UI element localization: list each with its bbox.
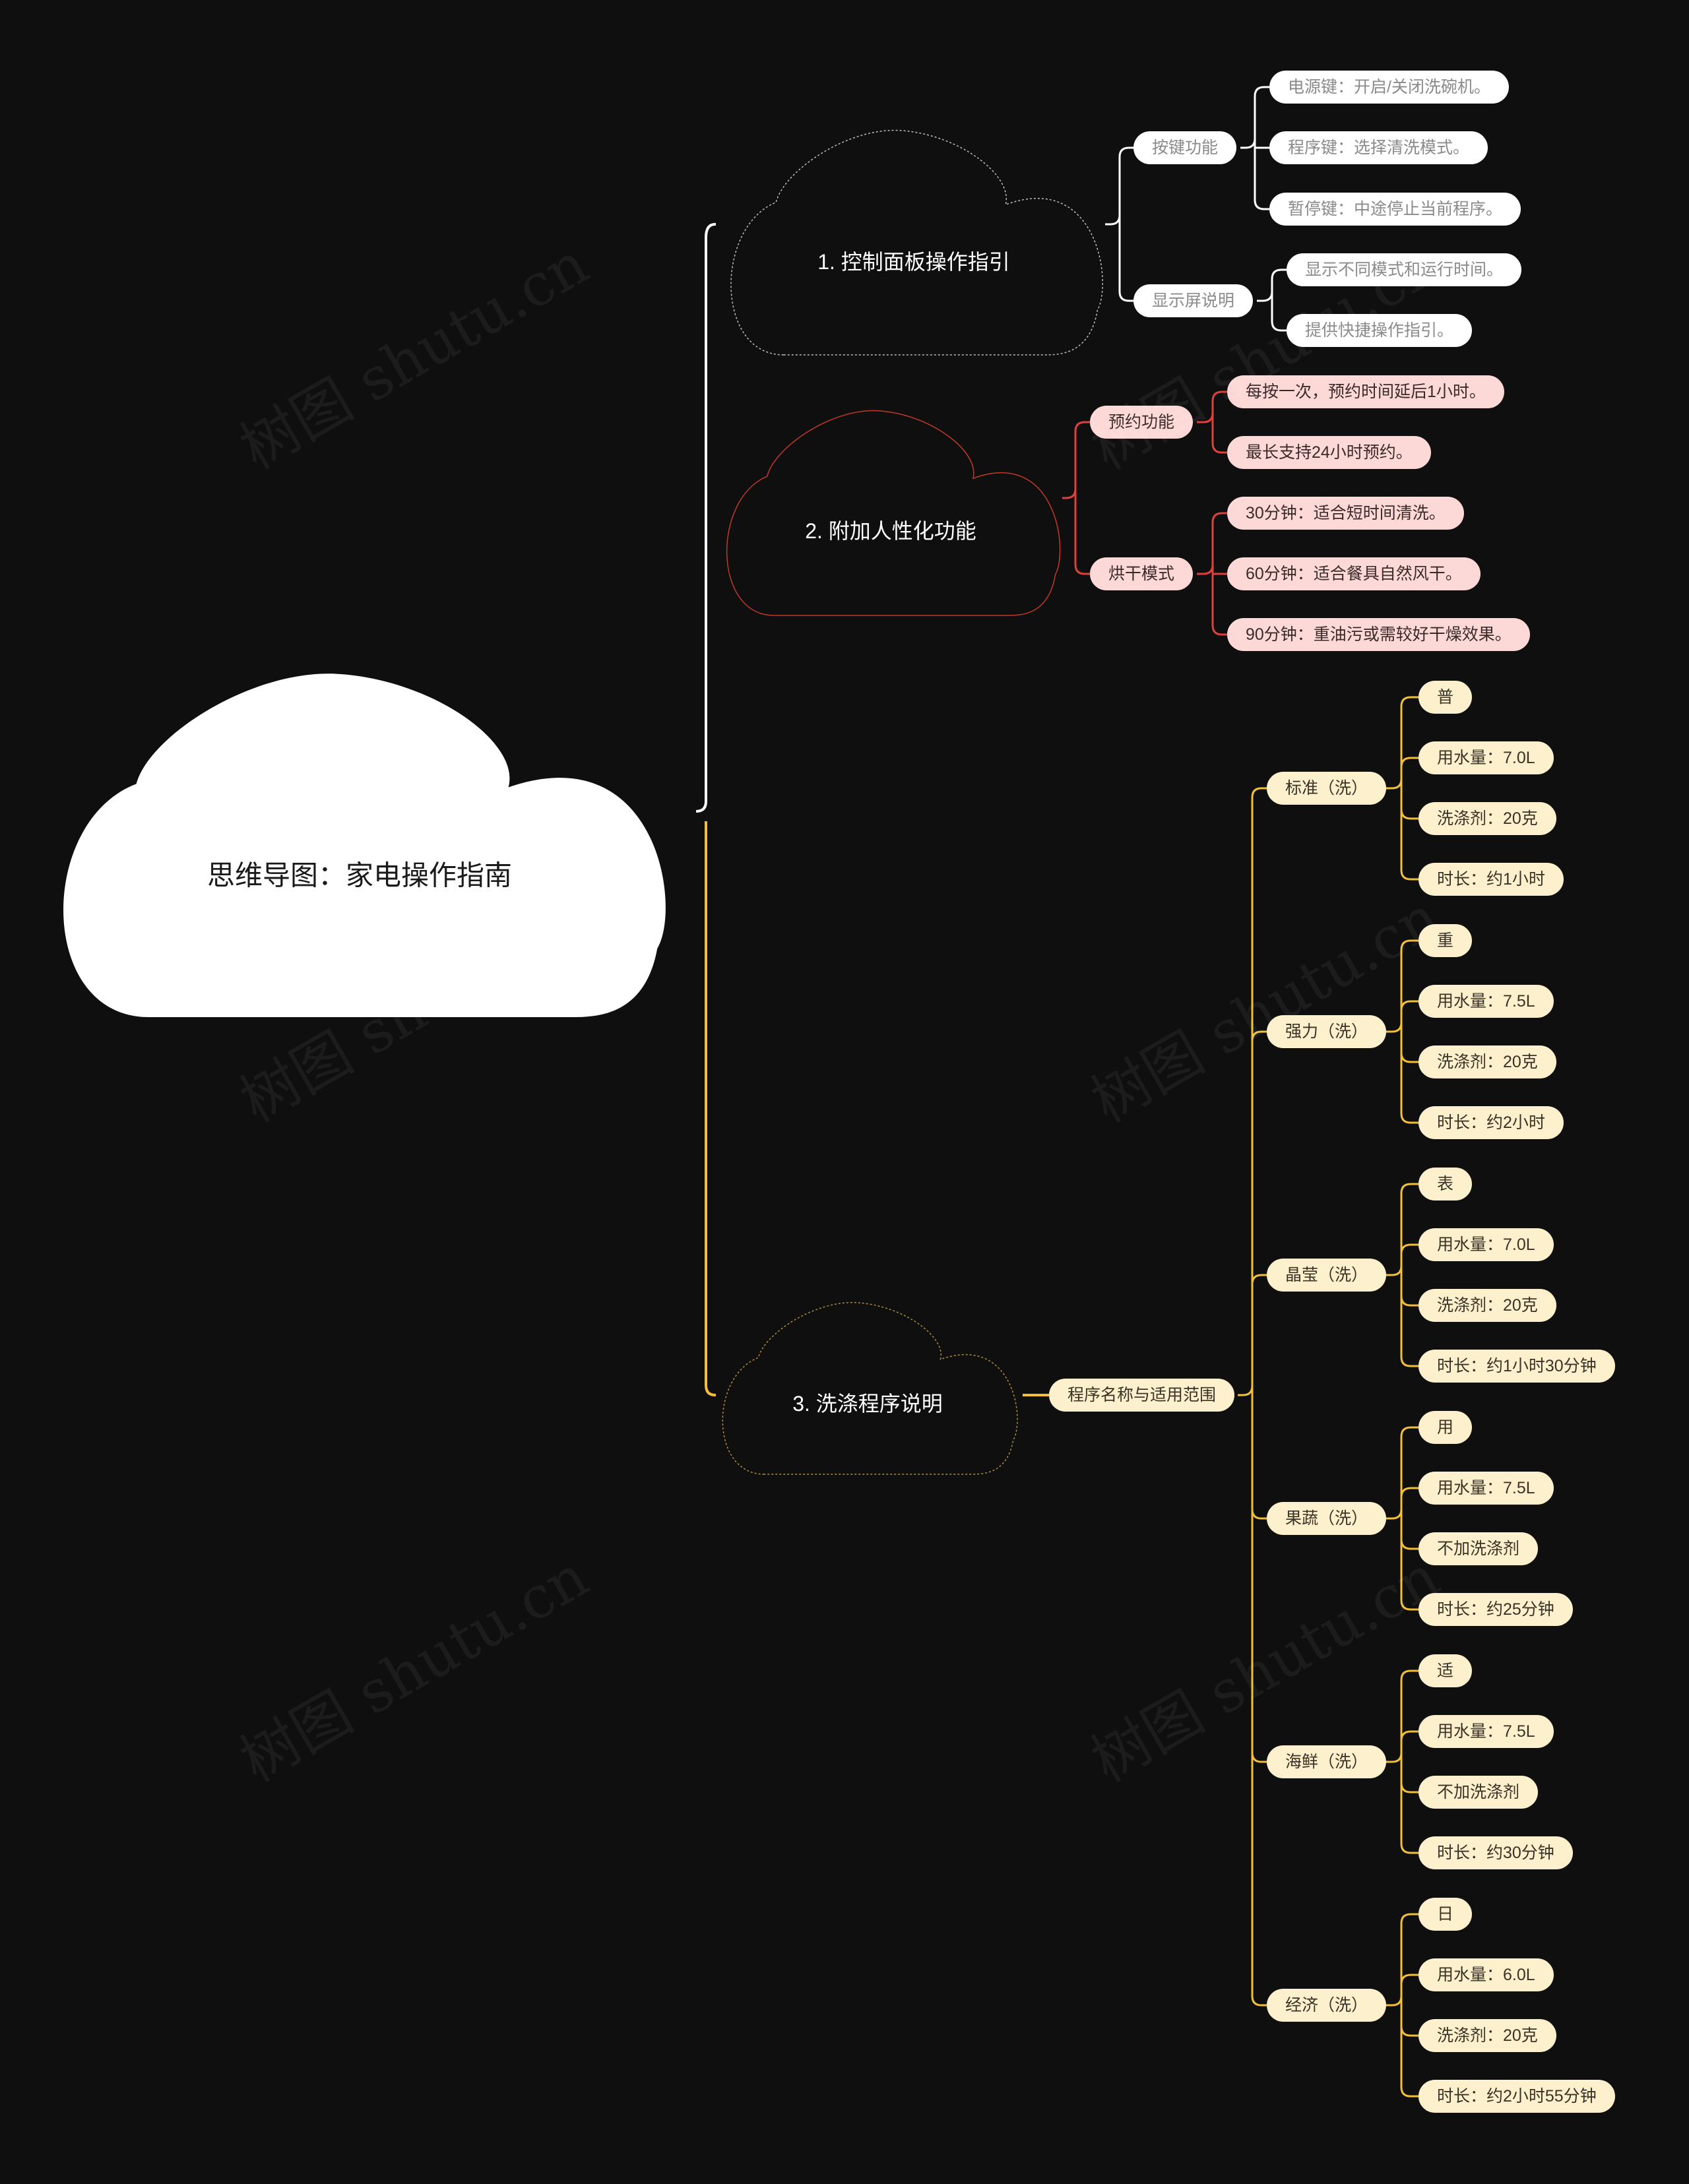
leaf-item[interactable]: 提供快捷操作指引。 <box>1287 314 1473 347</box>
program-items-brace <box>1386 1183 1418 1367</box>
leaf-item[interactable]: 时长：约2小时 <box>1418 1106 1564 1139</box>
leaf-item[interactable]: 适 <box>1418 1654 1473 1687</box>
program-items-brace <box>1386 1669 1418 1854</box>
branch-1-cloud-shape <box>730 129 1103 356</box>
dry-brace <box>1197 512 1227 636</box>
branch-1-topic[interactable]: 1. 控制面板操作指引 <box>817 250 1010 274</box>
leaf-item[interactable]: 每按一次，预约时间延后1小时。 <box>1227 375 1504 408</box>
branch-2-brace <box>1062 421 1090 575</box>
group-label-keys[interactable]: 按键功能 <box>1133 131 1237 164</box>
root-topic[interactable]: 思维导图：家电操作指南 <box>207 859 513 891</box>
leaf-item[interactable]: 普 <box>1418 681 1473 714</box>
branch-2-cloud-shape <box>726 410 1061 616</box>
root-cloud-shape <box>63 673 666 1017</box>
leaf-item[interactable]: 用 <box>1418 1411 1473 1444</box>
branch-3-topic[interactable]: 3. 洗涤程序说明 <box>792 1391 943 1416</box>
program-node[interactable]: 强力（洗） <box>1267 1015 1387 1048</box>
hub-node[interactable]: 程序名称与适用范围 <box>1049 1379 1235 1412</box>
leaf-item[interactable]: 重 <box>1418 924 1473 957</box>
program-node[interactable]: 经济（洗） <box>1267 1989 1387 2022</box>
display-brace <box>1257 268 1287 332</box>
leaf-item[interactable]: 用水量：6.0L <box>1418 1958 1554 1991</box>
leaf-item[interactable]: 时长：约25分钟 <box>1418 1593 1573 1626</box>
leaf-item[interactable]: 30分钟：适合短时间清洗。 <box>1227 497 1464 530</box>
program-node[interactable]: 果蔬（洗） <box>1267 1502 1387 1535</box>
group-label-dry[interactable]: 烘干模式 <box>1090 557 1194 590</box>
branch-3-cloud-shape <box>722 1301 1018 1475</box>
program-items-brace <box>1386 939 1418 1124</box>
main-trunk-connector <box>695 223 716 1396</box>
branch-2-topic[interactable]: 2. 附加人性化功能 <box>805 518 976 543</box>
program-node[interactable]: 标准（洗） <box>1267 772 1387 805</box>
leaf-item[interactable]: 不加洗涤剂 <box>1418 1532 1539 1565</box>
leaf-item[interactable]: 不加洗涤剂 <box>1418 1776 1539 1809</box>
leaf-item[interactable]: 时长：约30分钟 <box>1418 1836 1573 1869</box>
leaf-item[interactable]: 程序键：选择清洗模式。 <box>1269 131 1488 164</box>
leaf-item[interactable]: 时长：约2小时55分钟 <box>1418 2080 1615 2113</box>
leaf-item[interactable]: 洗涤剂：20克 <box>1418 1289 1556 1322</box>
program-node[interactable]: 海鲜（洗） <box>1267 1745 1387 1778</box>
program-items-brace <box>1386 696 1418 881</box>
program-items-brace <box>1386 1426 1418 1611</box>
leaf-item[interactable]: 表 <box>1418 1168 1473 1201</box>
leaf-item[interactable]: 日 <box>1418 1898 1473 1931</box>
leaf-item[interactable]: 洗涤剂：20克 <box>1418 2019 1556 2052</box>
leaf-item[interactable]: 洗涤剂：20克 <box>1418 802 1556 835</box>
leaf-item[interactable]: 用水量：7.5L <box>1418 1715 1554 1748</box>
leaf-item[interactable]: 显示不同模式和运行时间。 <box>1287 253 1522 286</box>
leaf-item[interactable]: 时长：约1小时30分钟 <box>1418 1350 1615 1383</box>
group-label-display[interactable]: 显示屏说明 <box>1133 284 1254 317</box>
keys-brace <box>1240 86 1269 210</box>
leaf-item[interactable]: 洗涤剂：20克 <box>1418 1045 1556 1078</box>
leaf-item[interactable]: 60分钟：适合餐具自然风干。 <box>1227 557 1481 590</box>
branch-1-brace <box>1105 146 1133 302</box>
leaf-item[interactable]: 用水量：7.5L <box>1418 985 1554 1018</box>
programs-brace <box>1238 787 1267 2007</box>
leaf-item[interactable]: 用水量：7.5L <box>1418 1472 1554 1505</box>
leaf-item[interactable]: 用水量：7.0L <box>1418 741 1554 774</box>
leaf-item[interactable]: 最长支持24小时预约。 <box>1227 436 1431 469</box>
leaf-item[interactable]: 电源键：开启/关闭洗碗机。 <box>1269 71 1509 104</box>
leaf-item[interactable]: 时长：约1小时 <box>1418 863 1564 896</box>
program-items-brace <box>1386 1913 1418 2098</box>
leaf-item[interactable]: 用水量：7.0L <box>1418 1228 1554 1261</box>
group-label-schedule[interactable]: 预约功能 <box>1090 406 1194 439</box>
program-node[interactable]: 晶莹（洗） <box>1267 1259 1387 1292</box>
leaf-item[interactable]: 90分钟：重油污或需较好干燥效果。 <box>1227 618 1530 651</box>
schedule-brace <box>1197 390 1227 454</box>
leaf-item[interactable]: 暂停键：中途停止当前程序。 <box>1269 193 1521 226</box>
